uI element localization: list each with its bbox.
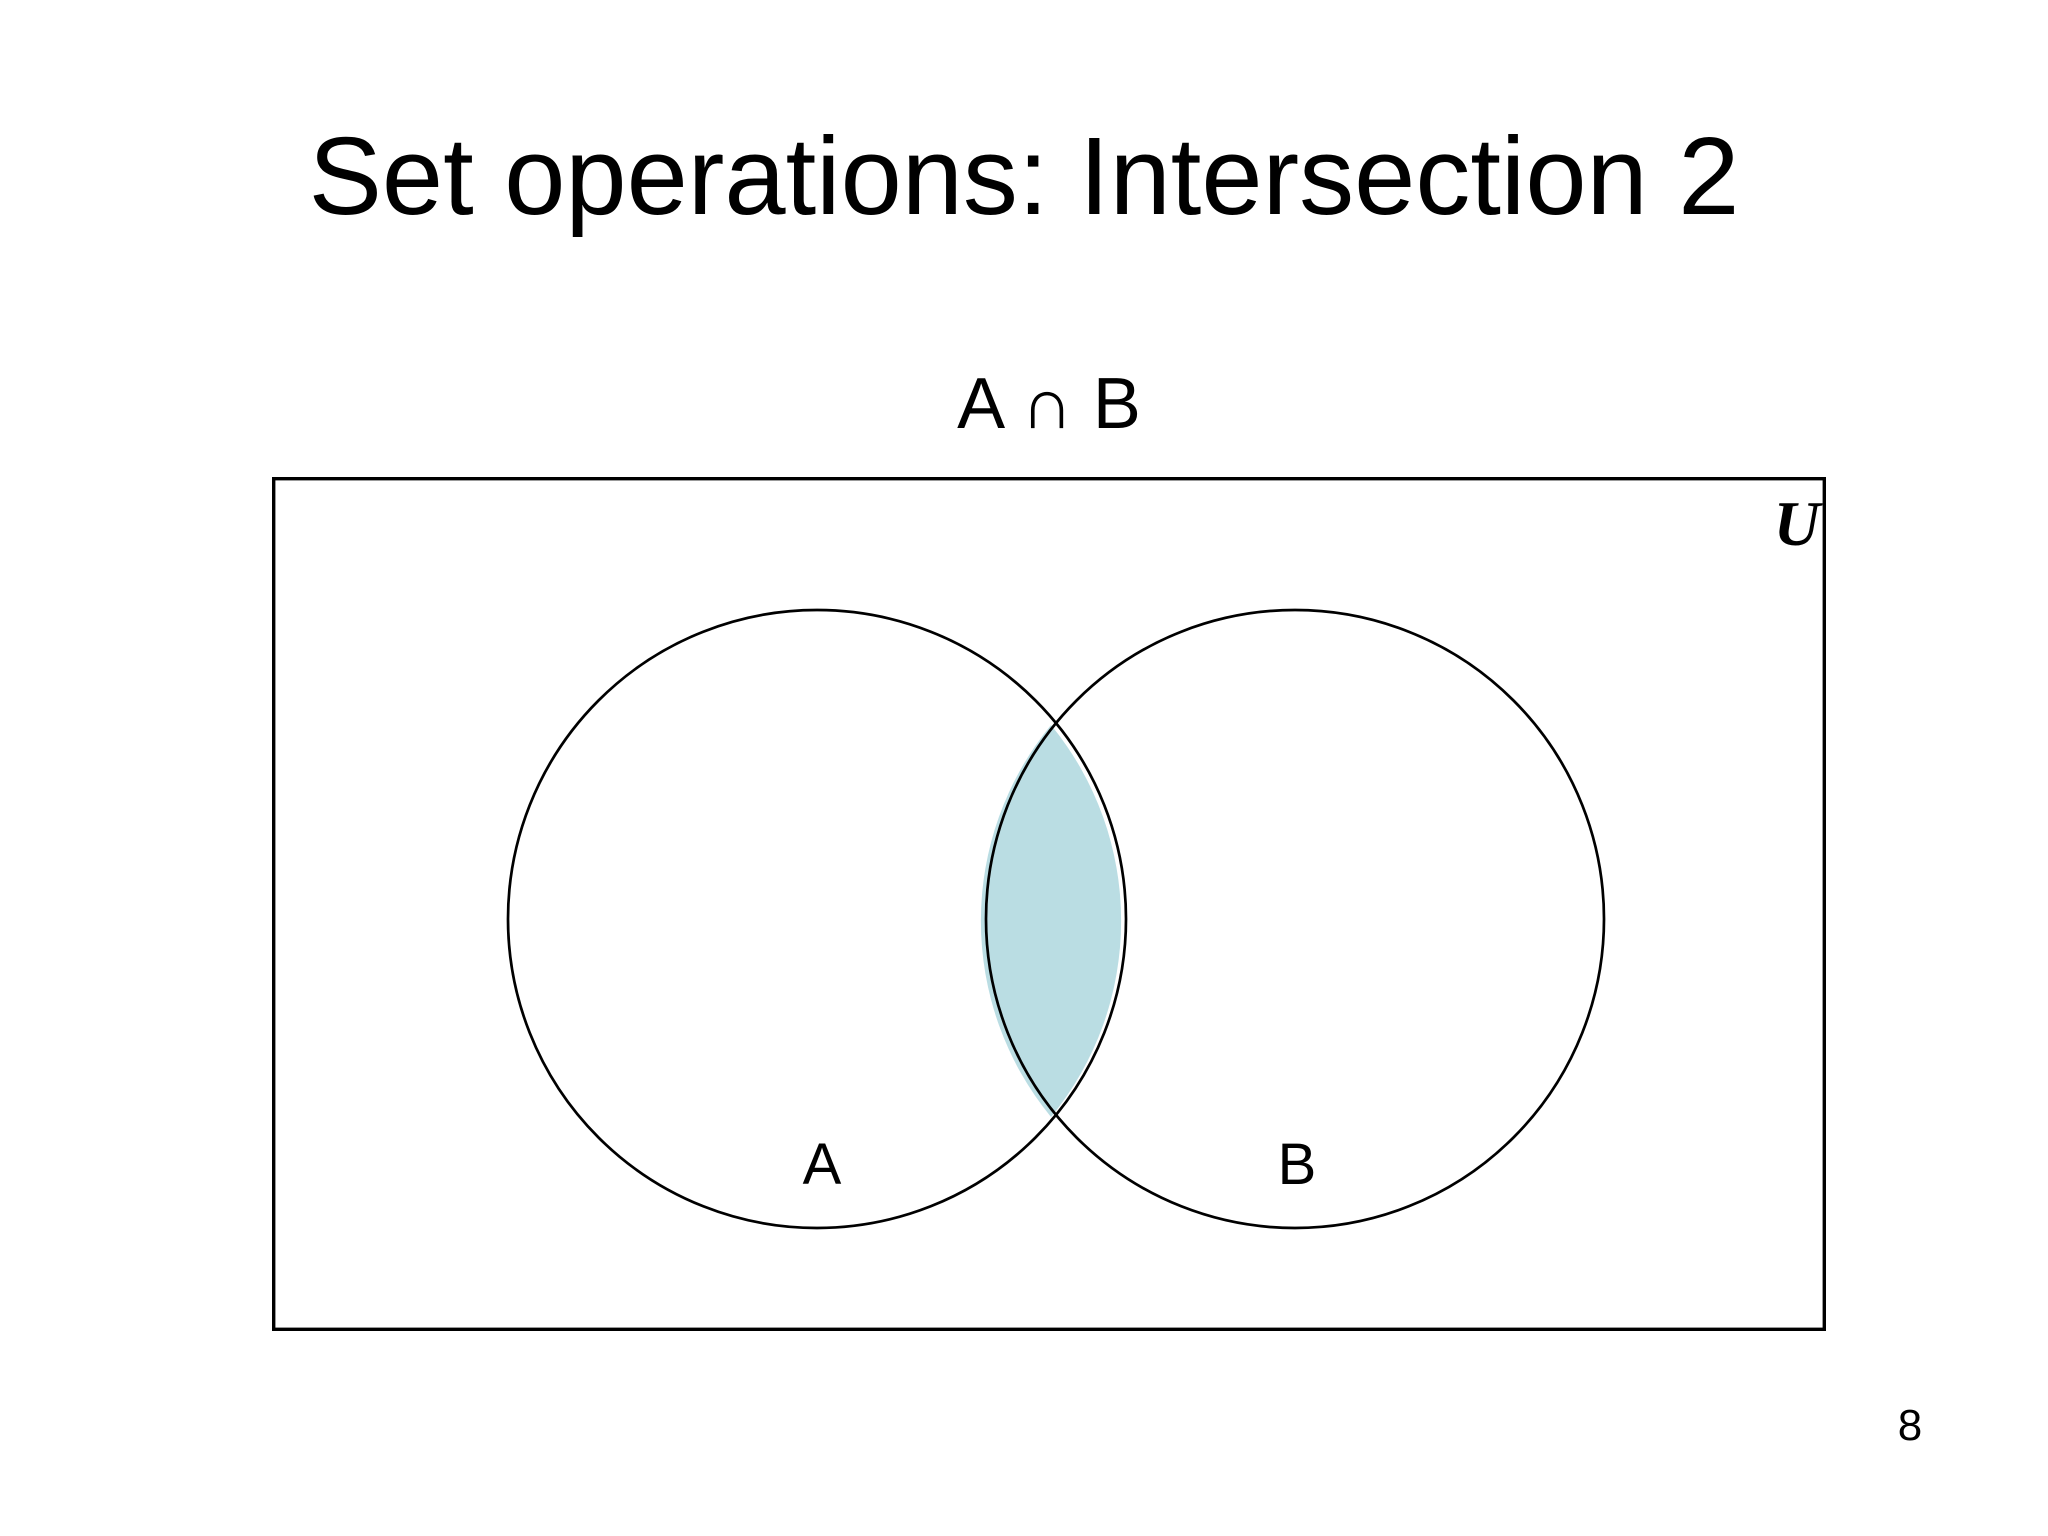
slide-title: Set operations: Intersection 2: [308, 115, 1740, 238]
intersection-region: [980, 725, 1122, 1117]
page-number: 8: [1897, 1401, 1923, 1450]
set-a-label: A: [802, 1132, 842, 1197]
universe-label: U: [1773, 488, 1820, 559]
circle-a: [506, 608, 1128, 1230]
universe-rect: [272, 477, 1826, 1331]
intersection-expression-label: A ∩ B: [957, 364, 1141, 444]
set-b-label: B: [1277, 1132, 1317, 1197]
circle-b: [984, 608, 1606, 1230]
venn-diagram: [272, 477, 1826, 1331]
